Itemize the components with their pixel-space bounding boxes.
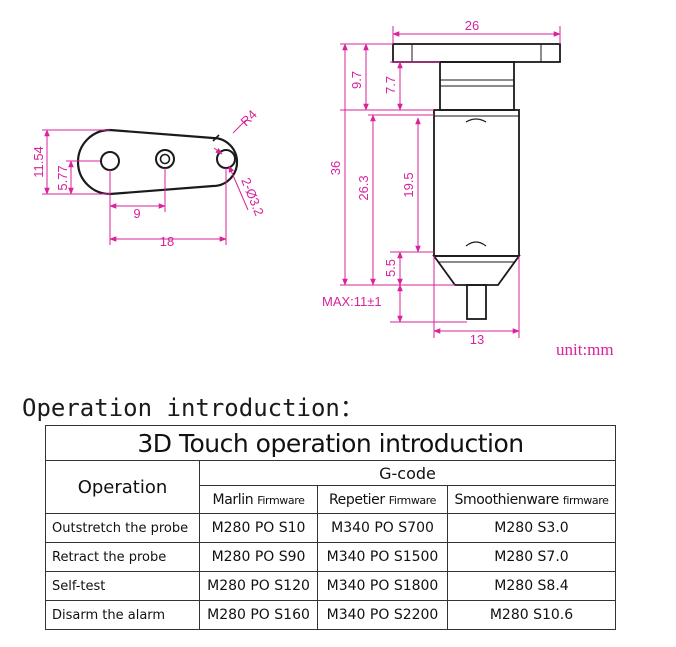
operation-cell: Outstretch the probe xyxy=(45,513,200,543)
section-heading: Operation introduction： xyxy=(22,394,364,422)
dim-body-height: 26.3 xyxy=(356,175,371,200)
dim-top-height-outer: 9.7 xyxy=(349,71,364,89)
marlin-code-cell: M280 PO S160 xyxy=(199,600,318,630)
technical-drawing: 11.54 5.77 9 18 R4 2-Ø3.2 xyxy=(31,18,561,347)
repetier-code-cell: M340 PO S1800 xyxy=(317,571,448,601)
firmware-name: Smoothienware xyxy=(454,491,560,508)
firmware-name: Marlin xyxy=(212,491,254,508)
operation-table: 3D Touch operation introduction Operatio… xyxy=(45,425,616,630)
dim-top-height-inner: 7.7 xyxy=(383,76,398,94)
table-title: 3D Touch operation introduction xyxy=(45,425,616,461)
dim-bottom-cone: 5.5 xyxy=(383,259,398,277)
firmware-header-marlin: Marlin Firmware xyxy=(199,485,318,514)
side-dimensions xyxy=(340,26,561,338)
firmware-suffix: firmware xyxy=(562,493,609,507)
table-row: Disarm the alarm M280 PO S160 M340 PO S2… xyxy=(45,600,616,630)
dim-probe-travel: MAX:11±1 xyxy=(322,294,382,309)
dim-body-inner-height: 19.5 xyxy=(401,172,416,197)
table-row: Outstretch the probe M280 PO S10 M340 PO… xyxy=(45,513,616,543)
flange-dimensions xyxy=(42,119,249,245)
marlin-code-cell: M280 PO S120 xyxy=(199,571,318,601)
dim-total-height: 36 xyxy=(328,161,343,175)
operation-header: Operation xyxy=(45,460,200,514)
operation-table-wrapper: 3D Touch operation introduction Operatio… xyxy=(45,425,616,630)
smoothie-code-cell: M280 S7.0 xyxy=(447,542,616,572)
repetier-code-cell: M340 PO S700 xyxy=(317,513,448,543)
gcode-header: G-code xyxy=(199,459,616,487)
repetier-code-cell: M340 PO S1500 xyxy=(317,542,448,572)
dim-hole-pitch: 9 xyxy=(133,206,140,221)
table-row: Self-test M280 PO S120 M340 PO S1800 M28… xyxy=(45,571,616,601)
dim-hole-offset: 5.77 xyxy=(55,165,70,190)
firmware-suffix: Firmware xyxy=(388,493,437,507)
marlin-code-cell: M280 PO S10 xyxy=(199,513,318,543)
firmware-header-repetier: Repetier Firmware xyxy=(317,485,448,514)
operation-cell: Self-test xyxy=(45,571,200,601)
smoothie-code-cell: M280 S8.4 xyxy=(447,571,616,601)
smoothie-code-cell: M280 S10.6 xyxy=(447,600,616,630)
flange-top-view xyxy=(76,128,239,196)
marlin-code-cell: M280 PO S90 xyxy=(199,542,318,572)
dim-body-width: 13 xyxy=(470,332,484,347)
dim-top-width: 26 xyxy=(465,18,479,33)
repetier-code-cell: M340 PO S2200 xyxy=(317,600,448,630)
smoothie-code-cell: M280 S3.0 xyxy=(447,513,616,543)
probe-side-view xyxy=(392,43,561,320)
firmware-header-smoothie: Smoothienware firmware xyxy=(447,485,616,514)
firmware-suffix: Firmware xyxy=(257,493,305,507)
operation-cell: Retract the probe xyxy=(45,542,200,572)
operation-cell: Disarm the alarm xyxy=(45,600,200,630)
dim-flange-length: 18 xyxy=(160,234,174,249)
dim-flange-height: 11.54 xyxy=(31,146,46,178)
unit-label: unit:mm xyxy=(556,340,614,359)
firmware-name: Repetier xyxy=(328,491,385,508)
table-row: Retract the probe M280 PO S90 M340 PO S1… xyxy=(45,542,616,572)
